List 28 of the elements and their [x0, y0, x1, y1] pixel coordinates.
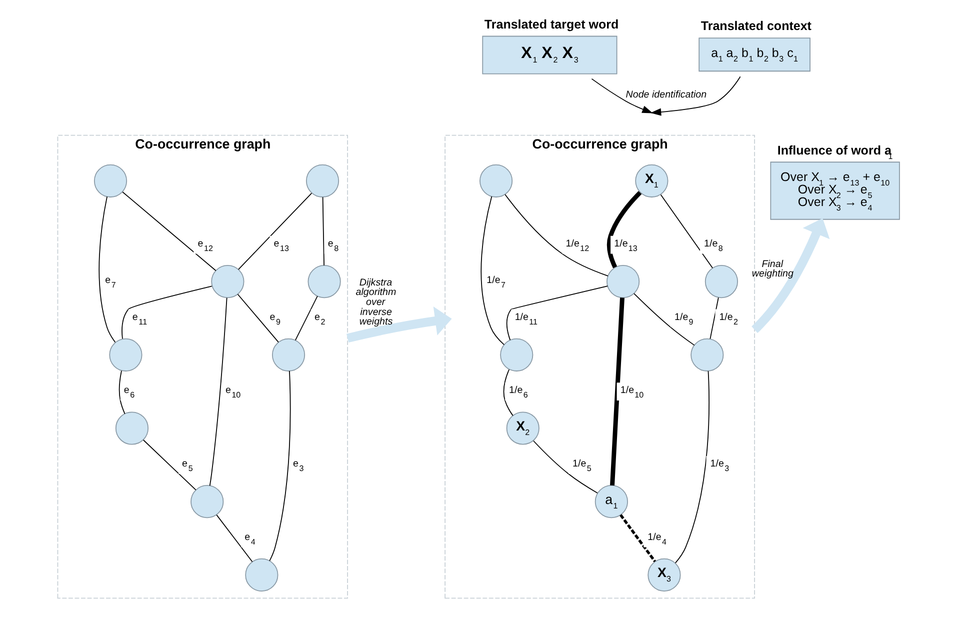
node-label: Translated target word — [484, 17, 618, 32]
edge-label: e$_{9}$ — [269, 312, 280, 326]
edge-label: 1/e$_{12}$ — [565, 238, 589, 253]
edge-label: 1/e$_{8}$ — [704, 238, 722, 253]
edge-label: 1/e$_{10}$ — [620, 385, 644, 400]
edge-label: e$_{10}$ — [224, 385, 240, 400]
edge-label: Node identification — [625, 89, 706, 100]
edge-label: 1/e$_{6}$ — [508, 385, 528, 400]
edge-label: Dijkstra algorithm over inverse weights — [355, 277, 396, 328]
edge-label: e$_{11}$ — [132, 312, 147, 326]
edge-label: 1/e$_{7}$ — [486, 275, 505, 290]
edge-label: 1/e$_{3}$ — [710, 458, 729, 474]
edge-label: e$_{6}$ — [123, 385, 134, 400]
edge-label: e$_{3}$ — [292, 458, 304, 474]
edge-label: 1/e$_{9}$ — [674, 312, 693, 326]
edge-label: e$_{8}$ — [327, 238, 338, 253]
edge-label: 1/e$_{2}$ — [718, 312, 738, 326]
edge-label: e$_{4}$ — [244, 532, 255, 546]
edge-label: 1/e$_{4}$ — [647, 532, 666, 546]
edge-label: 1/e$_{5}$ — [572, 458, 591, 474]
edge-label: 1/e$_{11}$ — [514, 312, 538, 326]
node-label: Translated context — [700, 19, 811, 34]
edge-label: e$_{13}$ — [273, 238, 288, 253]
edge-label: e$_{7}$ — [104, 275, 116, 290]
edge-label: e$_{2}$ — [314, 312, 325, 326]
edge-label: e$_{12}$ — [197, 238, 212, 253]
edge-label: e$_{5}$ — [182, 458, 192, 474]
edge-label: 1/e$_{13}$ — [614, 238, 637, 253]
